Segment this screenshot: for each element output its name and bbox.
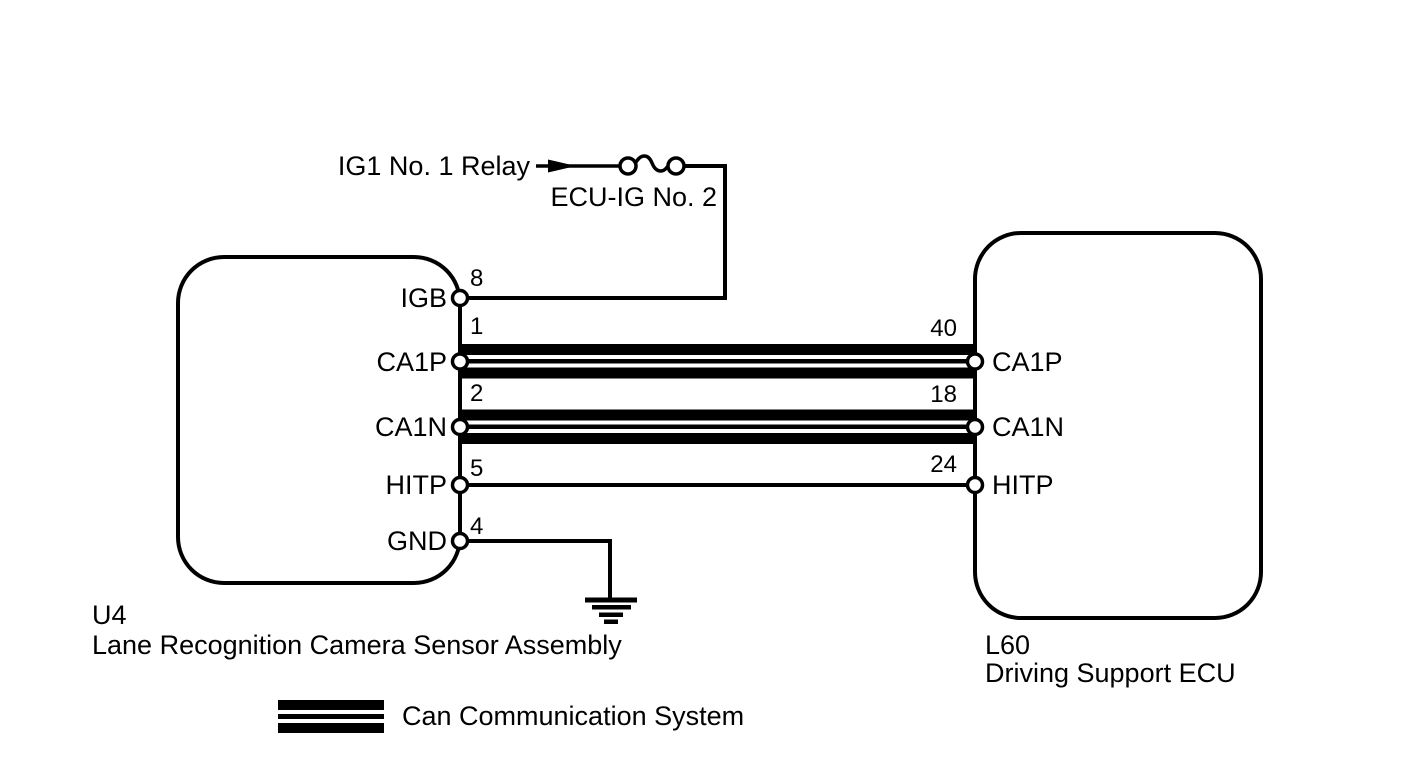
pin-label-igb: IGB bbox=[400, 283, 447, 313]
pin-number-hitp-right: 24 bbox=[930, 451, 957, 478]
pin-terminal-hitp-right bbox=[965, 475, 985, 495]
pin-number-ca1p-right: 40 bbox=[930, 315, 957, 342]
pin-terminal-ca1p-left bbox=[450, 352, 470, 371]
left-component-code: U4 bbox=[92, 600, 127, 630]
pin-label-hitp-right: HITP bbox=[992, 470, 1054, 500]
pin-number-hitp-left: 5 bbox=[470, 455, 484, 482]
pin-terminal-ca1n-left bbox=[450, 417, 470, 437]
pin-terminal-gnd bbox=[450, 531, 470, 551]
pin-terminal-ca1n-right bbox=[965, 417, 985, 437]
pin-label-gnd: GND bbox=[387, 526, 447, 556]
igb-wire bbox=[462, 164, 727, 300]
fuse-label: ECU-IG No. 2 bbox=[550, 182, 717, 212]
right-component-name: Driving Support ECU bbox=[985, 658, 1236, 688]
pin-number-ca1n-left: 2 bbox=[470, 380, 484, 407]
gnd-wire bbox=[462, 539, 612, 600]
pin-terminal-hitp-left bbox=[450, 475, 470, 495]
ground-icon bbox=[585, 597, 637, 624]
left-pin-terminals bbox=[450, 288, 470, 551]
fuse-icon bbox=[618, 154, 686, 176]
left-component-name: Lane Recognition Camera Sensor Assembly bbox=[92, 630, 622, 660]
can-low-wire bbox=[460, 409, 975, 444]
pin-number-ca1n-right: 18 bbox=[930, 381, 957, 408]
can-legend-swatch bbox=[278, 700, 384, 733]
relay-label: IG1 No. 1 Relay bbox=[337, 151, 530, 181]
pin-terminal-ca1p-right bbox=[965, 352, 985, 371]
right-pin-terminals bbox=[965, 352, 985, 495]
pin-number-ca1p-left: 1 bbox=[470, 313, 484, 340]
right-component-code: L60 bbox=[985, 630, 1031, 660]
arrow-right-icon bbox=[548, 159, 576, 173]
pin-terminal-igb bbox=[450, 288, 470, 308]
pin-label-ca1p-left: CA1P bbox=[376, 347, 447, 377]
pin-label-ca1n-left: CA1N bbox=[374, 412, 447, 442]
pin-label-hitp-left: HITP bbox=[385, 470, 447, 500]
legend-label: Can Communication System bbox=[402, 701, 745, 731]
pin-label-ca1p-right: CA1P bbox=[992, 347, 1063, 377]
pin-number-igb: 8 bbox=[470, 265, 484, 292]
pin-label-ca1n-right: CA1N bbox=[992, 412, 1065, 442]
can-high-wire bbox=[460, 344, 975, 379]
pin-number-gnd: 4 bbox=[470, 513, 484, 540]
